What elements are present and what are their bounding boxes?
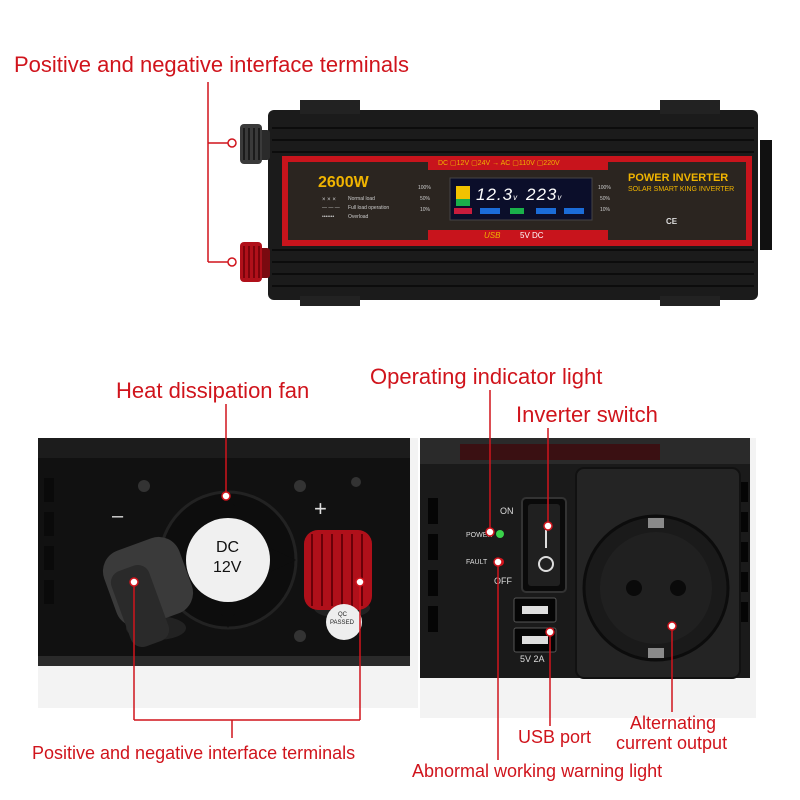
qc-passed-text: PASSED xyxy=(330,620,354,626)
minus-sign: – xyxy=(112,505,124,527)
ce-mark: CE xyxy=(666,217,678,226)
cooling-fan-icon xyxy=(158,490,298,630)
switch-off-text: OFF xyxy=(494,576,512,586)
power-led xyxy=(496,530,504,538)
usb-port-label: USB port xyxy=(518,727,592,747)
positive-terminal-top xyxy=(240,242,270,282)
switch-on-text: ON xyxy=(500,506,514,516)
plus-sign: + xyxy=(314,496,327,521)
usb-voltage: 5V DC xyxy=(520,231,544,240)
lcd-output-voltage: 223v xyxy=(526,186,562,203)
pct-10-right: 10% xyxy=(600,207,611,213)
qc-text: QC xyxy=(338,612,347,618)
device-title: POWER INVERTER xyxy=(628,172,729,184)
legend-normal: Normal load xyxy=(348,196,375,202)
lcd-input-unit: v xyxy=(513,193,519,202)
fan-label: Heat dissipation fan xyxy=(116,378,310,403)
inverter-top-view xyxy=(207,82,772,306)
ac-socket[interactable] xyxy=(575,467,741,679)
legend-symbol-normal: × × × xyxy=(322,197,336,203)
indicator-label: Operating indicator light xyxy=(370,364,603,389)
device-subtitle: SOLAR SMART KING INVERTER xyxy=(628,186,735,193)
fault-led xyxy=(496,558,504,566)
negative-terminal xyxy=(102,536,194,648)
pct-100-left: 100% xyxy=(418,185,431,191)
legend-full: Full load operation xyxy=(348,205,390,211)
left-photo-rear-panel xyxy=(38,438,418,708)
switch-label: Inverter switch xyxy=(516,402,658,427)
voltage-bar: DC ▢12V ▢24V → AC ▢110V ▢220V xyxy=(438,160,560,167)
negative-terminal-top xyxy=(240,124,270,164)
fan-text-dc: DC xyxy=(216,539,240,556)
qc-sticker xyxy=(326,604,362,640)
legend-symbol-overload: ••••••• xyxy=(322,214,335,220)
power-led-text: POWER xyxy=(466,532,493,539)
usb-rating-text: 5V 2A xyxy=(520,654,545,664)
fan-text-12v: 12V xyxy=(213,559,242,576)
warning-light-label: Abnormal working warning light xyxy=(412,761,663,781)
lcd-output-unit: v xyxy=(557,193,563,202)
right-photo-socket-panel xyxy=(420,438,756,718)
lcd-input-voltage: 12.3v xyxy=(476,186,518,203)
usb-ports[interactable] xyxy=(513,597,557,653)
pct-50-left: 50% xyxy=(420,196,431,202)
lcd-input-value: 12.3 xyxy=(476,185,514,204)
power-rating: 2600W xyxy=(318,174,369,191)
pct-50-right: 50% xyxy=(600,196,611,202)
pct-100-right: 100% xyxy=(598,185,611,191)
usb-logo: USB xyxy=(484,231,501,240)
rocker-switch[interactable] xyxy=(521,497,567,593)
lcd-output-value: 223 xyxy=(526,185,558,204)
ac-output-label-line1: Alternating xyxy=(630,713,717,733)
top-terminal-leader xyxy=(207,82,237,267)
top-terminals-label: Positive and negative interface terminal… xyxy=(14,52,409,77)
ac-output-label-line2: current output xyxy=(616,733,728,753)
fault-led-text: FAULT xyxy=(466,559,488,566)
pct-10-left: 10% xyxy=(420,207,431,213)
bottom-terminals-label: Positive and negative interface terminal… xyxy=(32,743,356,763)
legend-symbol-full: — — — xyxy=(322,205,340,211)
positive-terminal xyxy=(304,530,372,618)
legend-overload: Overload xyxy=(348,214,369,220)
